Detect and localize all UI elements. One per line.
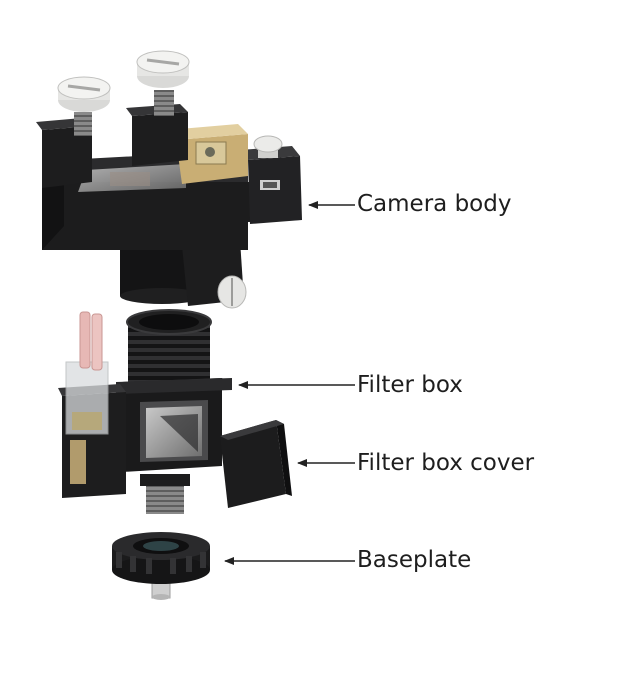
baseplate-label: Baseplate <box>357 547 472 573</box>
filter-box-part <box>58 309 232 514</box>
filter-box-cover-part <box>220 420 292 508</box>
baseplate-part <box>112 532 210 600</box>
filter-box-label: Filter box <box>357 372 463 398</box>
filter-box-cover-label: Filter box cover <box>357 450 535 476</box>
camera-body-part <box>36 50 302 309</box>
camera-body-label: Camera body <box>357 191 512 217</box>
